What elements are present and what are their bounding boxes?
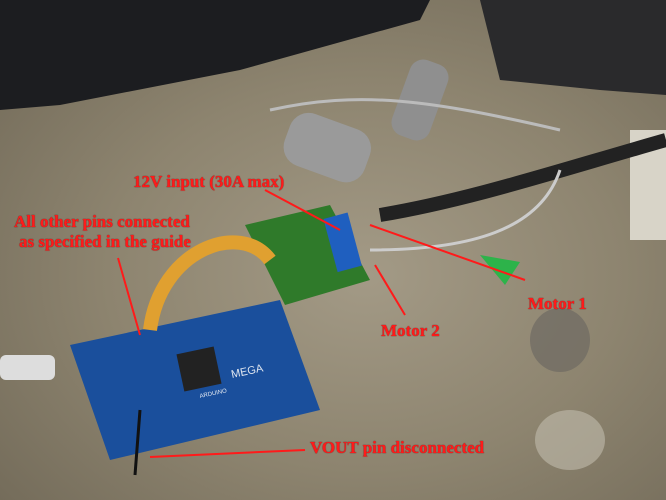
chip: [176, 346, 222, 392]
terminal-block: [323, 212, 362, 273]
label-motor1: Motor 1: [528, 294, 587, 313]
guitar-pick: [480, 255, 520, 285]
arrow-vout: [149, 449, 306, 458]
stain: [530, 308, 590, 372]
label-12v-input: 12V input (30A max): [133, 172, 285, 191]
motor-2: [391, 59, 449, 141]
ribbon-cable: [143, 235, 276, 332]
wire: [269, 98, 561, 132]
vout-wire: [133, 409, 142, 476]
cable: [378, 133, 666, 222]
arrow-motor1: [369, 224, 526, 281]
usb-cable: [0, 355, 55, 380]
keyboard: [0, 0, 430, 110]
stain: [535, 410, 605, 470]
label-other-pins-1: All other pins connected: [14, 212, 190, 231]
motor-1: [283, 112, 372, 183]
label-vout: VOUT pin disconnected: [310, 438, 485, 457]
monitor-stand: [480, 0, 666, 95]
label-other-pins-2: as specified in the guide: [19, 232, 191, 251]
wire: [369, 169, 562, 252]
arrow-pins: [117, 257, 141, 336]
arrow-motor2: [374, 264, 406, 316]
arrow-input: [264, 189, 341, 231]
label-motor2: Motor 2: [381, 321, 440, 340]
arduino-brand-mark: ARDUINO: [199, 388, 228, 400]
